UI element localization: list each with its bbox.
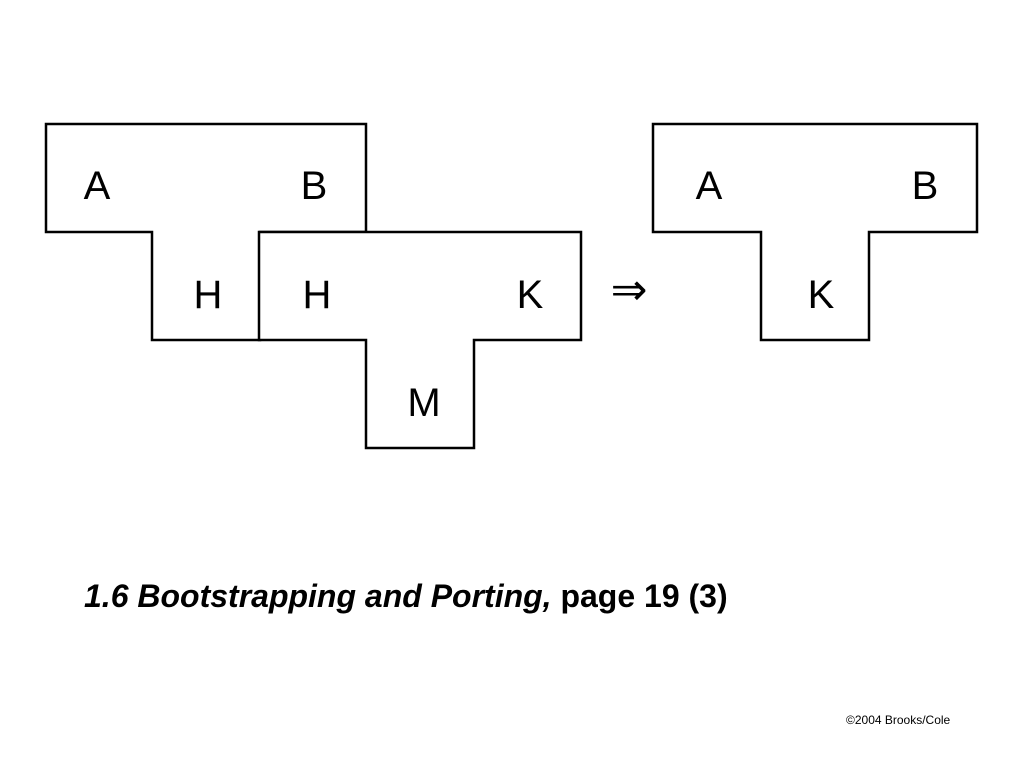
caption-section-title: 1.6 Bootstrapping and Porting bbox=[84, 578, 543, 614]
copyright-notice: ©2004 Brooks/Cole bbox=[846, 713, 951, 727]
label-result-target: B bbox=[912, 164, 939, 208]
t-diagram-middle: H K M bbox=[257, 230, 583, 450]
label-left-implementation: H bbox=[194, 273, 223, 317]
t-diagram-left: A B H bbox=[44, 122, 368, 342]
t-shape-middle bbox=[257, 230, 583, 450]
caption-page-reference: page 19 (3) bbox=[551, 578, 728, 614]
label-left-target: B bbox=[301, 164, 328, 208]
slide-caption: 1.6 Bootstrapping and Porting, page 19 (… bbox=[84, 578, 728, 615]
label-middle-source: H bbox=[303, 273, 332, 317]
t-shape-result bbox=[651, 122, 979, 342]
t-diagram-result: A B K bbox=[651, 122, 979, 342]
label-middle-target: K bbox=[517, 273, 544, 317]
implies-arrow: ⇒ bbox=[611, 265, 648, 316]
label-middle-implementation: M bbox=[407, 381, 440, 425]
label-result-source: A bbox=[696, 164, 723, 208]
caption-comma: , bbox=[542, 578, 552, 614]
label-result-implementation: K bbox=[808, 273, 835, 317]
label-left-source: A bbox=[84, 164, 111, 208]
